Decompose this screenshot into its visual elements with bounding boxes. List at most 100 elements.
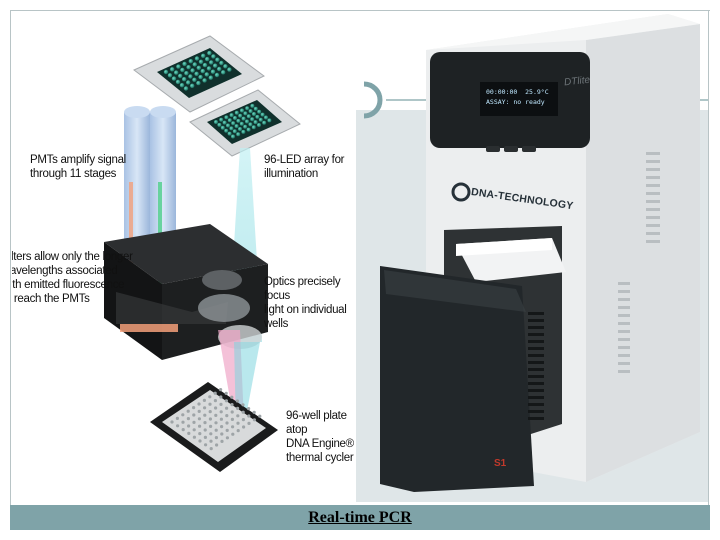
brand-logo-icon [451, 182, 471, 202]
dot [182, 61, 187, 67]
dot [176, 424, 180, 428]
dot [214, 436, 218, 440]
dot [222, 120, 227, 125]
dot [178, 73, 183, 79]
instrument-graphic [356, 12, 708, 492]
dot [230, 403, 234, 407]
dot [163, 69, 169, 75]
dot [230, 410, 234, 414]
dot [186, 65, 191, 70]
dot [241, 418, 245, 422]
led-array [133, 35, 301, 157]
dot [252, 418, 256, 422]
dot [211, 54, 216, 59]
dot [236, 132, 241, 137]
decorative-arc [363, 81, 383, 119]
vent-slot [528, 340, 544, 343]
dot [246, 114, 251, 119]
dot [248, 109, 253, 114]
dot [176, 64, 181, 69]
dot [192, 62, 197, 67]
dot [224, 391, 228, 395]
dot [219, 395, 223, 399]
dot [206, 66, 212, 71]
dot [229, 113, 234, 118]
dot [251, 125, 256, 130]
dot [236, 421, 240, 425]
dot [203, 413, 207, 417]
dot [243, 111, 248, 116]
vent-slot [618, 370, 630, 373]
dot [214, 406, 218, 410]
dot [233, 116, 237, 120]
dot [201, 53, 206, 58]
dot [192, 77, 197, 83]
dot [181, 420, 185, 424]
dot [221, 70, 226, 75]
dot [267, 118, 272, 123]
dot [171, 76, 177, 81]
dot [188, 74, 193, 79]
dot [220, 439, 224, 443]
vent-slot [528, 403, 544, 406]
device-side [586, 24, 700, 482]
vent-slot [528, 368, 544, 371]
dot [238, 127, 242, 131]
vent-slot [646, 168, 660, 171]
dot [250, 117, 255, 122]
dot [214, 421, 218, 425]
dot [264, 115, 268, 120]
dot [257, 123, 261, 127]
vent-slot [528, 417, 544, 420]
dot [184, 71, 189, 76]
dot [186, 409, 190, 413]
vent-slot [646, 208, 660, 211]
drawer-front [380, 266, 534, 492]
dot [248, 122, 253, 127]
dot [236, 118, 241, 123]
dot [208, 395, 212, 399]
dot [188, 59, 193, 64]
device-top [426, 14, 700, 50]
orange-beam [129, 182, 133, 292]
dot [245, 106, 250, 111]
dot [186, 80, 191, 85]
dot [167, 73, 173, 78]
dot [247, 421, 251, 425]
vent-slot [618, 338, 630, 341]
vent-slot [618, 354, 630, 357]
dot [224, 128, 229, 133]
dot [208, 417, 212, 421]
dot [225, 428, 229, 432]
sample-block-lid [456, 238, 552, 256]
led-tray-inner [207, 100, 282, 144]
optics-lens [198, 294, 250, 322]
button [486, 146, 500, 152]
vent-slot [618, 290, 630, 293]
vent-slot [618, 306, 630, 309]
vent-slot [528, 312, 544, 315]
dot [224, 115, 229, 120]
dot [214, 72, 220, 78]
vent-slot [646, 192, 660, 195]
dot [202, 62, 208, 68]
dot [236, 414, 240, 418]
dot [198, 74, 203, 80]
dot [192, 428, 196, 432]
dot [227, 67, 232, 72]
dot [198, 59, 204, 64]
dot [192, 435, 196, 439]
dot [220, 432, 224, 436]
annotation-plate: 96-well plate atop DNA Engine® thermal c… [286, 410, 354, 464]
vent-slot [618, 346, 630, 349]
dot [209, 424, 213, 428]
dot [210, 69, 216, 74]
dot [231, 121, 236, 126]
vent-slot [646, 176, 660, 179]
dot [262, 120, 267, 125]
dot [215, 57, 220, 62]
dot [230, 395, 234, 399]
dot [236, 406, 240, 410]
dot [203, 428, 207, 432]
vent-slot [528, 347, 544, 350]
